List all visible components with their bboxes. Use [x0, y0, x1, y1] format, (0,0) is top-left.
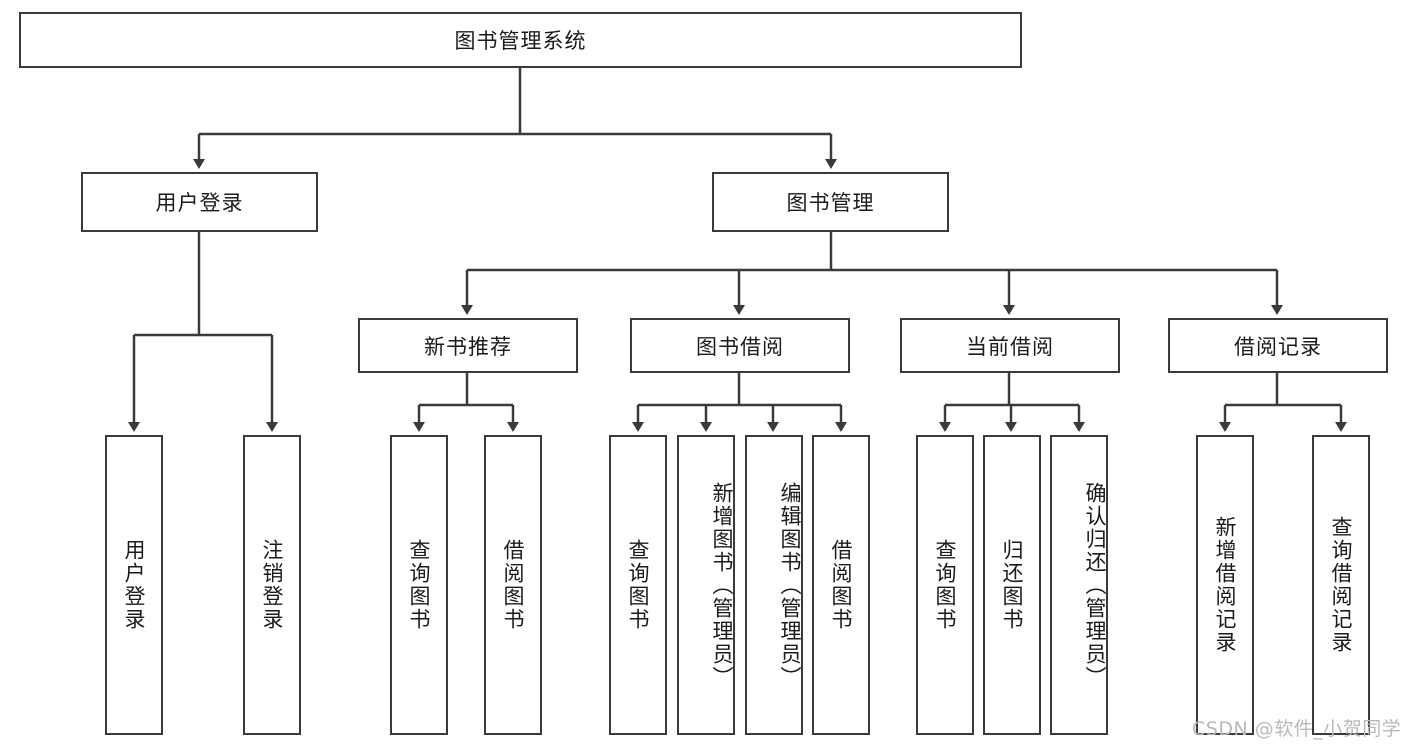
node-label: 新增借阅记录: [1213, 516, 1238, 654]
leaf-query-borrow-record[interactable]: 查询借阅记录: [1312, 435, 1370, 735]
node-user-login[interactable]: 用户登录: [81, 172, 318, 232]
csdn-watermark: CSDN @软件_小贺同学: [1192, 718, 1402, 740]
leaf-edit-book-admin[interactable]: 编辑图书（管理员）: [745, 435, 803, 735]
node-label: 图书管理: [786, 191, 875, 215]
leaf-query-book-recommend[interactable]: 查询图书: [390, 435, 448, 735]
leaf-add-borrow-record[interactable]: 新增借阅记录: [1196, 435, 1254, 735]
leaf-add-book-admin[interactable]: 新增图书（管理员）: [677, 435, 735, 735]
leaf-return-book[interactable]: 归还图书: [983, 435, 1041, 735]
leaf-borrow-book-recommend[interactable]: 借阅图书: [484, 435, 542, 735]
node-current-borrow[interactable]: 当前借阅: [900, 318, 1120, 373]
node-label: 确认归还（管理员）: [1083, 481, 1107, 689]
leaf-confirm-return-admin[interactable]: 确认归还（管理员）: [1050, 435, 1108, 735]
node-label: 当前借阅: [966, 334, 1054, 359]
node-label: 查询图书: [933, 539, 958, 631]
node-label: 新书推荐: [424, 334, 512, 359]
node-borrow-record[interactable]: 借阅记录: [1168, 318, 1388, 373]
node-book-borrow[interactable]: 图书借阅: [630, 318, 850, 373]
node-label: 查询图书: [407, 539, 432, 631]
leaf-borrow-book[interactable]: 借阅图书: [812, 435, 870, 735]
node-label: 用户登录: [122, 539, 147, 631]
node-book-management[interactable]: 图书管理: [712, 172, 949, 232]
leaf-query-book-borrow[interactable]: 查询图书: [609, 435, 667, 735]
leaf-user-login[interactable]: 用户登录: [105, 435, 163, 735]
node-label: 编辑图书（管理员）: [778, 481, 802, 689]
node-label: 归还图书: [1000, 539, 1025, 631]
leaf-query-book-current[interactable]: 查询图书: [916, 435, 974, 735]
node-root-book-management-system[interactable]: 图书管理系统: [19, 12, 1022, 68]
node-label: 图书管理系统: [454, 29, 587, 53]
node-label: 图书借阅: [696, 334, 784, 359]
node-label: 注销登录: [260, 539, 285, 631]
node-label: 借阅图书: [501, 539, 526, 631]
leaf-logout-login[interactable]: 注销登录: [243, 435, 301, 735]
node-label: 新增图书（管理员）: [710, 481, 734, 689]
node-new-book-recommend[interactable]: 新书推荐: [358, 318, 578, 373]
node-label: 借阅图书: [829, 539, 854, 631]
node-label: 用户登录: [155, 191, 244, 215]
node-label: 查询图书: [626, 539, 651, 631]
node-label: 查询借阅记录: [1329, 516, 1354, 654]
node-label: 借阅记录: [1234, 334, 1322, 359]
